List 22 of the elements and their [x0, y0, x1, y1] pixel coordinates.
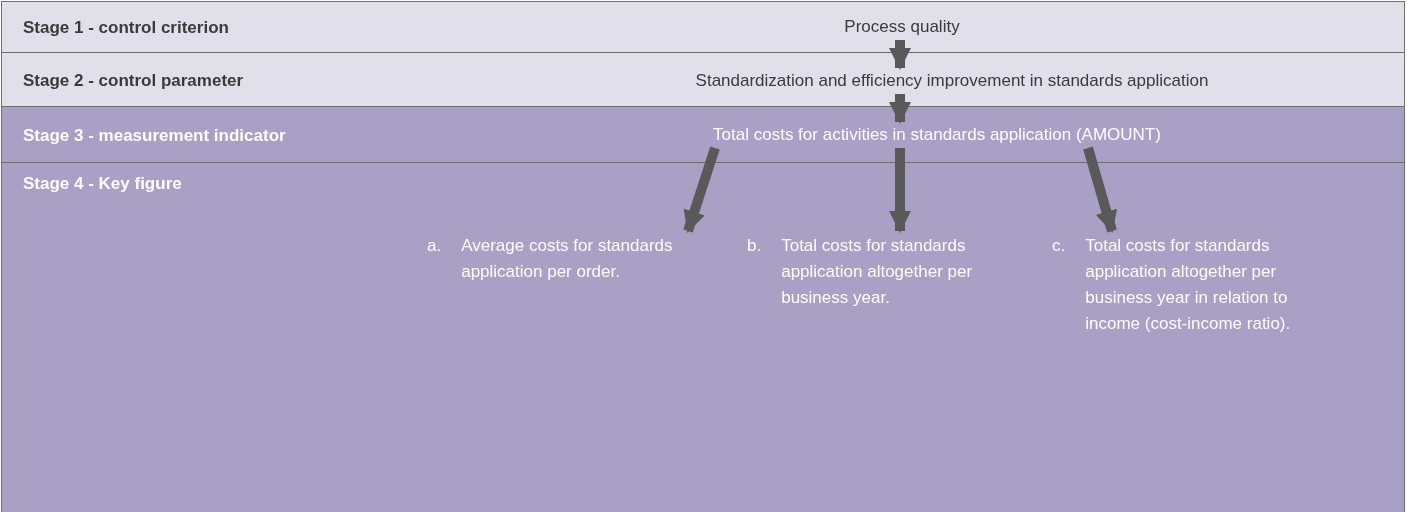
- stage-label: Stage 3 - measurement indicator: [23, 125, 286, 147]
- stage-band: [2, 52, 1404, 106]
- block-arrow: [889, 40, 911, 70]
- stage-band: [2, 2, 1404, 52]
- block-arrow: [889, 94, 911, 124]
- list-marker: a.: [427, 235, 442, 257]
- stage-label: Stage 2 - control parameter: [23, 70, 244, 92]
- stage-label: Stage 4 - Key figure: [23, 173, 182, 195]
- block-arrow: [683, 146, 720, 233]
- stage-content-text: Total costs for activities in standards application (AMOUNT): [557, 124, 1317, 146]
- list-marker: c.: [1052, 235, 1066, 257]
- stage-content-text: Process quality: [782, 16, 1022, 38]
- stage-content-text: Standardization and efficiency improvement in standards application: [557, 70, 1347, 92]
- key-figure-text: Average costs for standards application per order.: [461, 235, 674, 283]
- key-figure-text: Total costs for standards application altogether per business year in relation to income (cost-income ratio).: [1085, 235, 1292, 335]
- stage-band: [2, 162, 1404, 512]
- stage-label: Stage 1 - control criterion: [23, 17, 229, 39]
- block-arrow: [1083, 146, 1117, 233]
- block-arrow: [889, 148, 911, 233]
- list-marker: b.: [747, 235, 762, 257]
- stage-band: [2, 106, 1404, 162]
- key-figure-text: Total costs for standards application altogether per business year.: [781, 235, 974, 309]
